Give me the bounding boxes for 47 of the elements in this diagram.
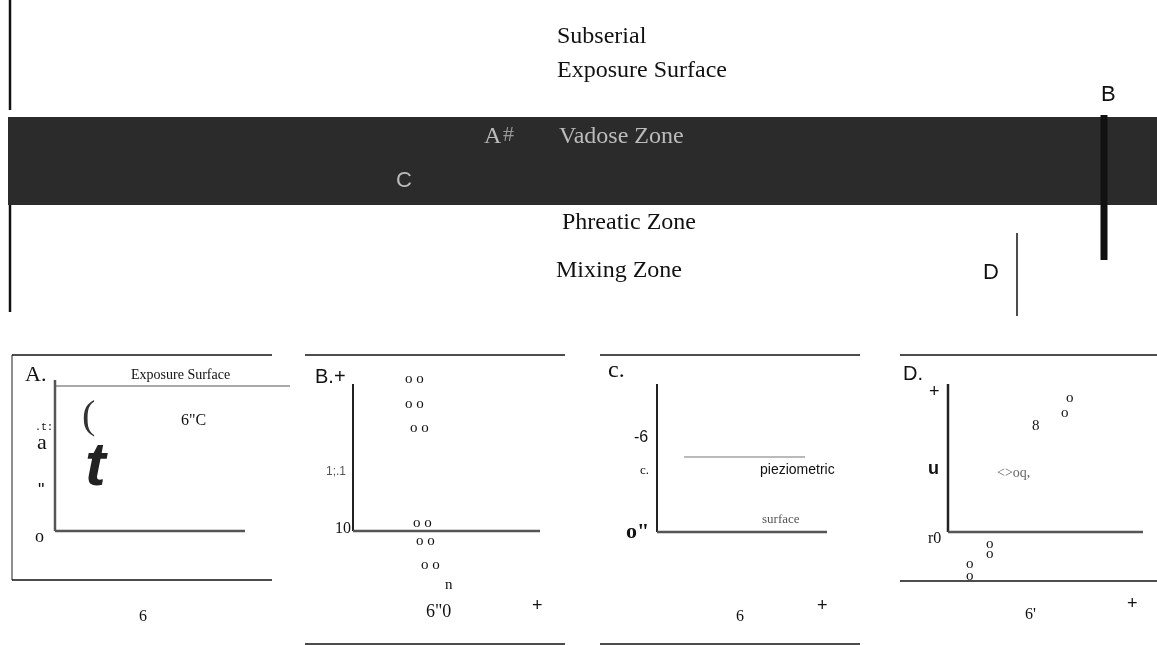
section-marker: B [1101, 82, 1116, 107]
panel-label: c. [608, 356, 625, 383]
axis-label: o" [626, 519, 650, 544]
zone-label: Phreatic Zone [562, 208, 696, 235]
line-label: pieziometric [760, 462, 835, 478]
axis-label: 6 [736, 607, 744, 625]
data-points: n [445, 576, 453, 593]
axis-label: u [928, 459, 939, 479]
axis-label: 6"C [181, 411, 207, 429]
panel-label: B.+ [315, 365, 346, 387]
axis-label: + [532, 596, 543, 616]
data-points: o o [416, 532, 435, 549]
axis-label: .t: [35, 422, 53, 433]
panel-label: D. [903, 362, 923, 384]
axis-label: + [1127, 594, 1138, 614]
data-points: o o [405, 370, 424, 387]
data-points: o o [410, 419, 429, 436]
data-points: o o [421, 556, 440, 573]
data-point: 8 [1032, 417, 1040, 434]
axis-label: c. [640, 463, 650, 478]
axis-label: a [37, 430, 47, 455]
symbol-mark: # [503, 122, 514, 147]
line-label: surface [762, 512, 800, 527]
axis-label: 6' [1025, 605, 1036, 623]
data-point: o [1066, 389, 1074, 406]
data-points: o o [413, 514, 432, 531]
axis-label: + [929, 382, 940, 402]
surface-label: Exposure Surface [131, 367, 231, 383]
axis-label: 10 [335, 519, 351, 537]
section-marker: A [484, 122, 502, 149]
section-marker: C [396, 168, 412, 193]
section-marker: D [983, 260, 999, 285]
data-points: o o [405, 395, 424, 412]
axis-label: r0 [928, 529, 942, 547]
axis-label: 1;.1 [326, 465, 346, 479]
axis-label: 6 [139, 607, 147, 625]
axis-label: 6"0 [426, 602, 452, 622]
surface-label: Subserial Exposure Surface [557, 21, 728, 84]
symbol-mark: <>oq, [997, 465, 1031, 481]
axis-label: " [38, 481, 45, 501]
panel-label: A. [25, 362, 47, 387]
zone-label: Mixing Zone [556, 256, 682, 283]
zone-label: Vadose Zone [559, 122, 684, 149]
axis-label: -6 [634, 428, 649, 446]
axis-label: o [35, 527, 44, 547]
axis-label: + [817, 596, 828, 616]
data-point: o [1061, 404, 1069, 421]
